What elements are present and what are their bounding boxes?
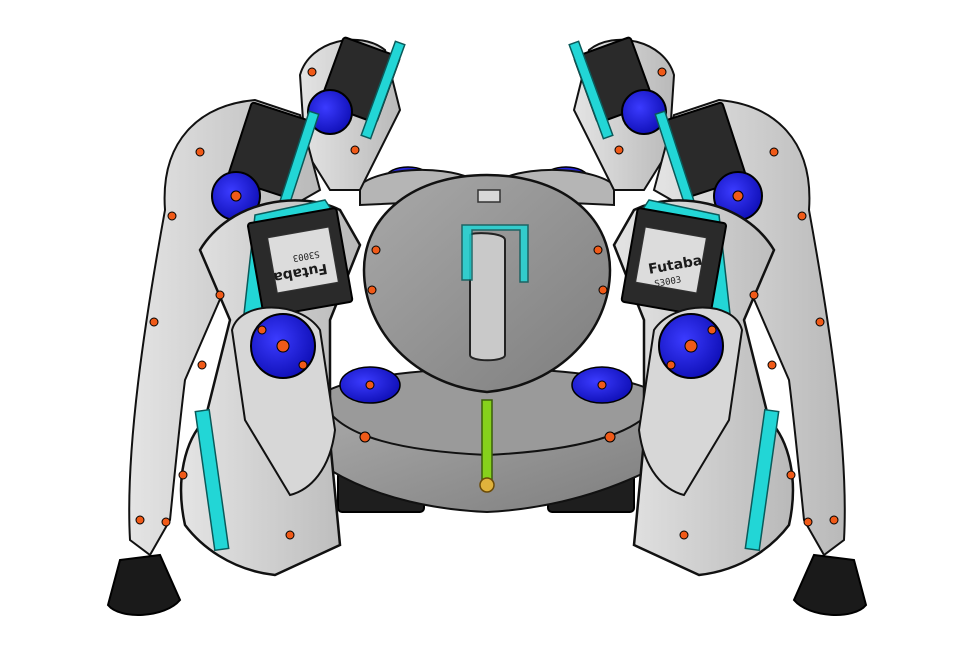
screw-icon <box>197 360 207 370</box>
plate-cutout <box>477 189 501 203</box>
screw-icon <box>371 245 381 255</box>
screw-icon <box>604 431 616 443</box>
hex-nut <box>479 477 495 493</box>
screw-icon <box>666 360 676 370</box>
leg-back-right <box>568 36 676 191</box>
servo-bracket <box>568 40 614 140</box>
rubber-foot-right <box>792 553 868 616</box>
plate-slot <box>469 232 506 362</box>
servo-bracket <box>360 40 406 140</box>
screw-icon <box>350 145 360 155</box>
screw-icon <box>829 515 839 525</box>
screw-icon <box>707 325 717 335</box>
top-chassis <box>359 169 615 394</box>
screw-icon <box>365 380 375 390</box>
screw-icon <box>598 285 608 295</box>
screw-icon <box>307 67 317 77</box>
screw-icon <box>732 190 744 202</box>
screw-icon <box>195 147 205 157</box>
slot-bracket <box>461 224 529 283</box>
screw-icon <box>215 290 225 300</box>
screw-icon <box>167 211 177 221</box>
screw-icon <box>786 470 796 480</box>
leg-back-left <box>298 36 406 191</box>
cyan-strip <box>194 408 230 552</box>
screw-icon <box>257 325 267 335</box>
servo-model-label: S3003 <box>292 248 320 263</box>
screw-icon <box>815 317 825 327</box>
screw-icon <box>298 360 308 370</box>
leg-front-right: Futaba S3003 <box>612 199 813 577</box>
screw-icon <box>767 360 777 370</box>
screw-icon <box>285 530 295 540</box>
servo-model-label: S3003 <box>654 275 682 290</box>
screw-icon <box>230 190 242 202</box>
screw-icon <box>684 339 698 353</box>
servo-horn <box>621 89 667 135</box>
servo-horn <box>307 89 353 135</box>
screw-icon <box>359 431 371 443</box>
screw-icon <box>367 285 377 295</box>
screw-icon <box>593 245 603 255</box>
leg-front-left: Futaba S3003 <box>161 199 362 577</box>
rubber-foot-left <box>106 553 182 616</box>
standoff-rod <box>481 399 493 486</box>
screw-icon <box>614 145 624 155</box>
screw-icon <box>679 530 689 540</box>
screw-icon <box>749 290 759 300</box>
cyan-strip <box>744 408 780 552</box>
screw-icon <box>276 339 290 353</box>
screw-icon <box>178 470 188 480</box>
servo-label-plate <box>267 226 339 294</box>
screw-icon <box>803 517 813 527</box>
screw-icon <box>797 211 807 221</box>
screw-icon <box>769 147 779 157</box>
screw-icon <box>657 67 667 77</box>
screw-icon <box>135 515 145 525</box>
screw-icon <box>597 380 607 390</box>
screw-icon <box>149 317 159 327</box>
screw-icon <box>161 517 171 527</box>
servo-label-plate <box>635 226 707 294</box>
